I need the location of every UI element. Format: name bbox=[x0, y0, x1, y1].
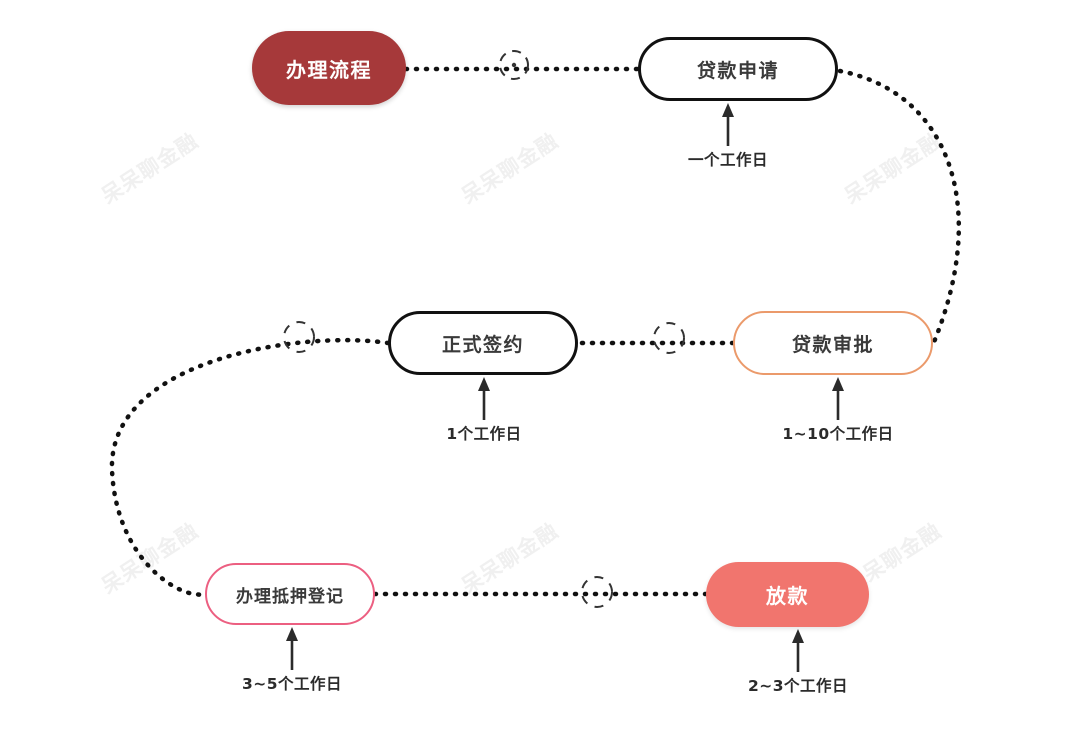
annotation-disbursement: 2~3个工作日 bbox=[738, 628, 858, 696]
junction-node-icon bbox=[653, 322, 685, 354]
up-arrow-icon bbox=[792, 629, 804, 672]
annotation-loan-application-text: 一个工作日 bbox=[687, 151, 768, 169]
junction-node-icon bbox=[499, 50, 529, 80]
annotation-loan-application: 一个工作日 bbox=[668, 102, 788, 170]
node-loan-approval-label: 贷款审批 bbox=[791, 333, 874, 356]
up-arrow-icon bbox=[478, 377, 490, 420]
node-mortgage-registration[interactable]: 办理抵押登记 bbox=[205, 563, 375, 625]
junction-node-icon bbox=[283, 321, 315, 353]
annotation-loan-approval: 1~10个工作日 bbox=[778, 376, 898, 444]
node-loan-approval[interactable]: 贷款审批 bbox=[733, 311, 933, 375]
node-disbursement-label: 放款 bbox=[766, 584, 809, 608]
junction-node-icon bbox=[581, 576, 613, 608]
node-process[interactable]: 办理流程 bbox=[252, 31, 406, 105]
connector-apply-to-approval bbox=[837, 68, 962, 345]
up-arrow-icon bbox=[286, 627, 298, 670]
annotation-mortgage-registration: 3~5个工作日 bbox=[232, 626, 352, 694]
junction-dot-icon bbox=[511, 62, 517, 68]
node-formal-signing-label: 正式签约 bbox=[441, 333, 524, 356]
node-formal-signing[interactable]: 正式签约 bbox=[388, 311, 578, 375]
node-mortgage-registration-label: 办理抵押登记 bbox=[236, 586, 344, 607]
node-process-label: 办理流程 bbox=[286, 57, 372, 82]
up-arrow-icon bbox=[832, 377, 844, 420]
annotation-mortgage-registration-text: 3~5个工作日 bbox=[241, 675, 343, 693]
annotation-formal-signing-text: 1个工作日 bbox=[446, 425, 522, 443]
node-disbursement[interactable]: 放款 bbox=[706, 562, 869, 627]
annotation-loan-approval-text: 1~10个工作日 bbox=[782, 425, 894, 443]
up-arrow-icon bbox=[722, 103, 734, 146]
annotation-formal-signing: 1个工作日 bbox=[424, 376, 544, 444]
node-loan-application[interactable]: 贷款申请 bbox=[638, 37, 838, 101]
node-loan-application-label: 贷款申请 bbox=[696, 59, 779, 82]
connector-sign-to-mortgage bbox=[109, 337, 391, 597]
annotation-disbursement-text: 2~3个工作日 bbox=[747, 677, 849, 695]
